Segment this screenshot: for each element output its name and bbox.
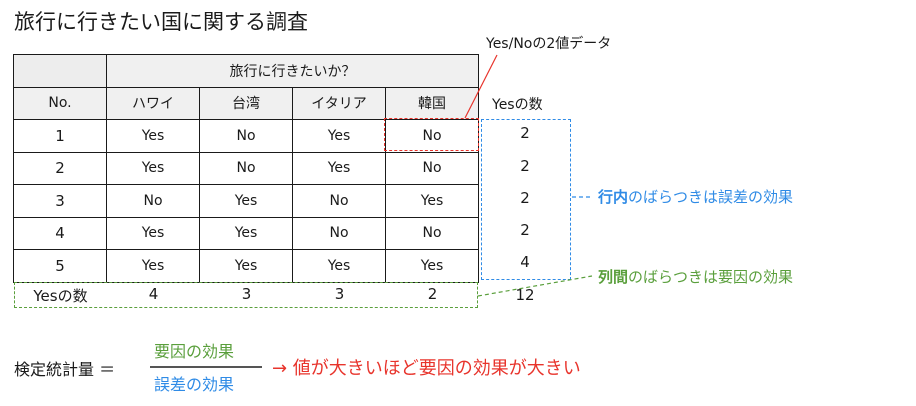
column-total-taiwan: 3 bbox=[241, 285, 252, 303]
row-total: 2 bbox=[520, 124, 530, 142]
row-total: 4 bbox=[520, 253, 530, 271]
column-total-italy: 3 bbox=[334, 285, 345, 303]
column-total-korea: 2 bbox=[427, 285, 438, 303]
table-cell: Yes bbox=[106, 216, 200, 250]
table-row: 4 Yes Yes No No bbox=[13, 216, 479, 250]
grand-total: 12 bbox=[515, 286, 535, 304]
table-row: 3 No Yes No Yes bbox=[13, 184, 479, 218]
row-number: 2 bbox=[13, 151, 107, 185]
group-header-cell: 旅行に行きたいか？ bbox=[106, 54, 479, 88]
between-column-text: のばらつきは要因の効果 bbox=[628, 268, 794, 286]
table-cell: Yes bbox=[106, 119, 200, 153]
table-row: 2 Yes No Yes No bbox=[13, 151, 479, 185]
table-cell: No bbox=[385, 216, 479, 250]
column-total-hawaii: 4 bbox=[148, 285, 159, 303]
table-cell: No bbox=[106, 184, 200, 218]
total-label: Yesの数 bbox=[33, 287, 88, 305]
column-totals-highlight-box bbox=[14, 282, 478, 308]
table-cell: No bbox=[385, 151, 479, 185]
table-cell: Yes bbox=[385, 249, 479, 283]
within-row-text: のばらつきは誤差の効果 bbox=[628, 188, 794, 206]
between-column-note: 列間のばらつきは要因の効果 bbox=[598, 266, 793, 287]
within-row-strong: 行内 bbox=[598, 188, 629, 206]
binary-data-connector bbox=[464, 54, 498, 119]
row-number: 4 bbox=[13, 216, 107, 250]
table-cell: No bbox=[199, 119, 293, 153]
binary-data-highlight-box bbox=[384, 118, 479, 151]
between-column-strong: 列間 bbox=[598, 268, 629, 286]
table-cell: Yes bbox=[292, 249, 386, 283]
formula-conclusion: → 値が大きいほど要因の効果が大きい bbox=[272, 358, 581, 379]
column-header-row: No. ハワイ 台湾 イタリア 韓国 bbox=[13, 86, 479, 120]
row-number: 5 bbox=[13, 249, 107, 283]
row-total: 2 bbox=[520, 221, 530, 239]
row-total-header: Yesの数 bbox=[492, 97, 543, 113]
row-total: 2 bbox=[520, 157, 530, 175]
country-header-italy: イタリア bbox=[292, 86, 386, 120]
country-header-taiwan: 台湾 bbox=[199, 86, 293, 120]
row-totals-highlight-box bbox=[481, 119, 571, 280]
blank-header-cell bbox=[13, 54, 107, 88]
country-header-hawaii: ハワイ bbox=[106, 86, 200, 120]
table-cell: Yes bbox=[199, 249, 293, 283]
group-header-row: 旅行に行きたいか？ bbox=[13, 54, 479, 88]
within-row-note: 行内のばらつきは誤差の効果 bbox=[598, 186, 793, 207]
fraction-bar bbox=[150, 366, 262, 368]
binary-data-note: Yes/Noの2値データ bbox=[486, 36, 612, 52]
country-header-korea: 韓国 bbox=[385, 86, 479, 120]
row-total: 2 bbox=[520, 189, 530, 207]
formula-denominator: 誤差の効果 bbox=[154, 375, 235, 394]
table-cell: Yes bbox=[199, 184, 293, 218]
table-cell: No bbox=[292, 184, 386, 218]
table-row: 5 Yes Yes Yes Yes bbox=[13, 249, 479, 283]
table-cell: No bbox=[292, 216, 386, 250]
formula-numerator: 要因の効果 bbox=[154, 342, 235, 361]
survey-table: 旅行に行きたいか？ No. ハワイ 台湾 イタリア 韓国 1 Yes No Ye… bbox=[13, 54, 479, 283]
table-cell: Yes bbox=[106, 249, 200, 283]
page-title: 旅行に行きたい国に関する調査 bbox=[14, 10, 308, 34]
table-cell: Yes bbox=[292, 151, 386, 185]
table-row: 1 Yes No Yes No bbox=[13, 119, 479, 153]
between-column-connector bbox=[477, 275, 593, 297]
test-statistic-label: 検定統計量 ＝ bbox=[14, 360, 116, 379]
